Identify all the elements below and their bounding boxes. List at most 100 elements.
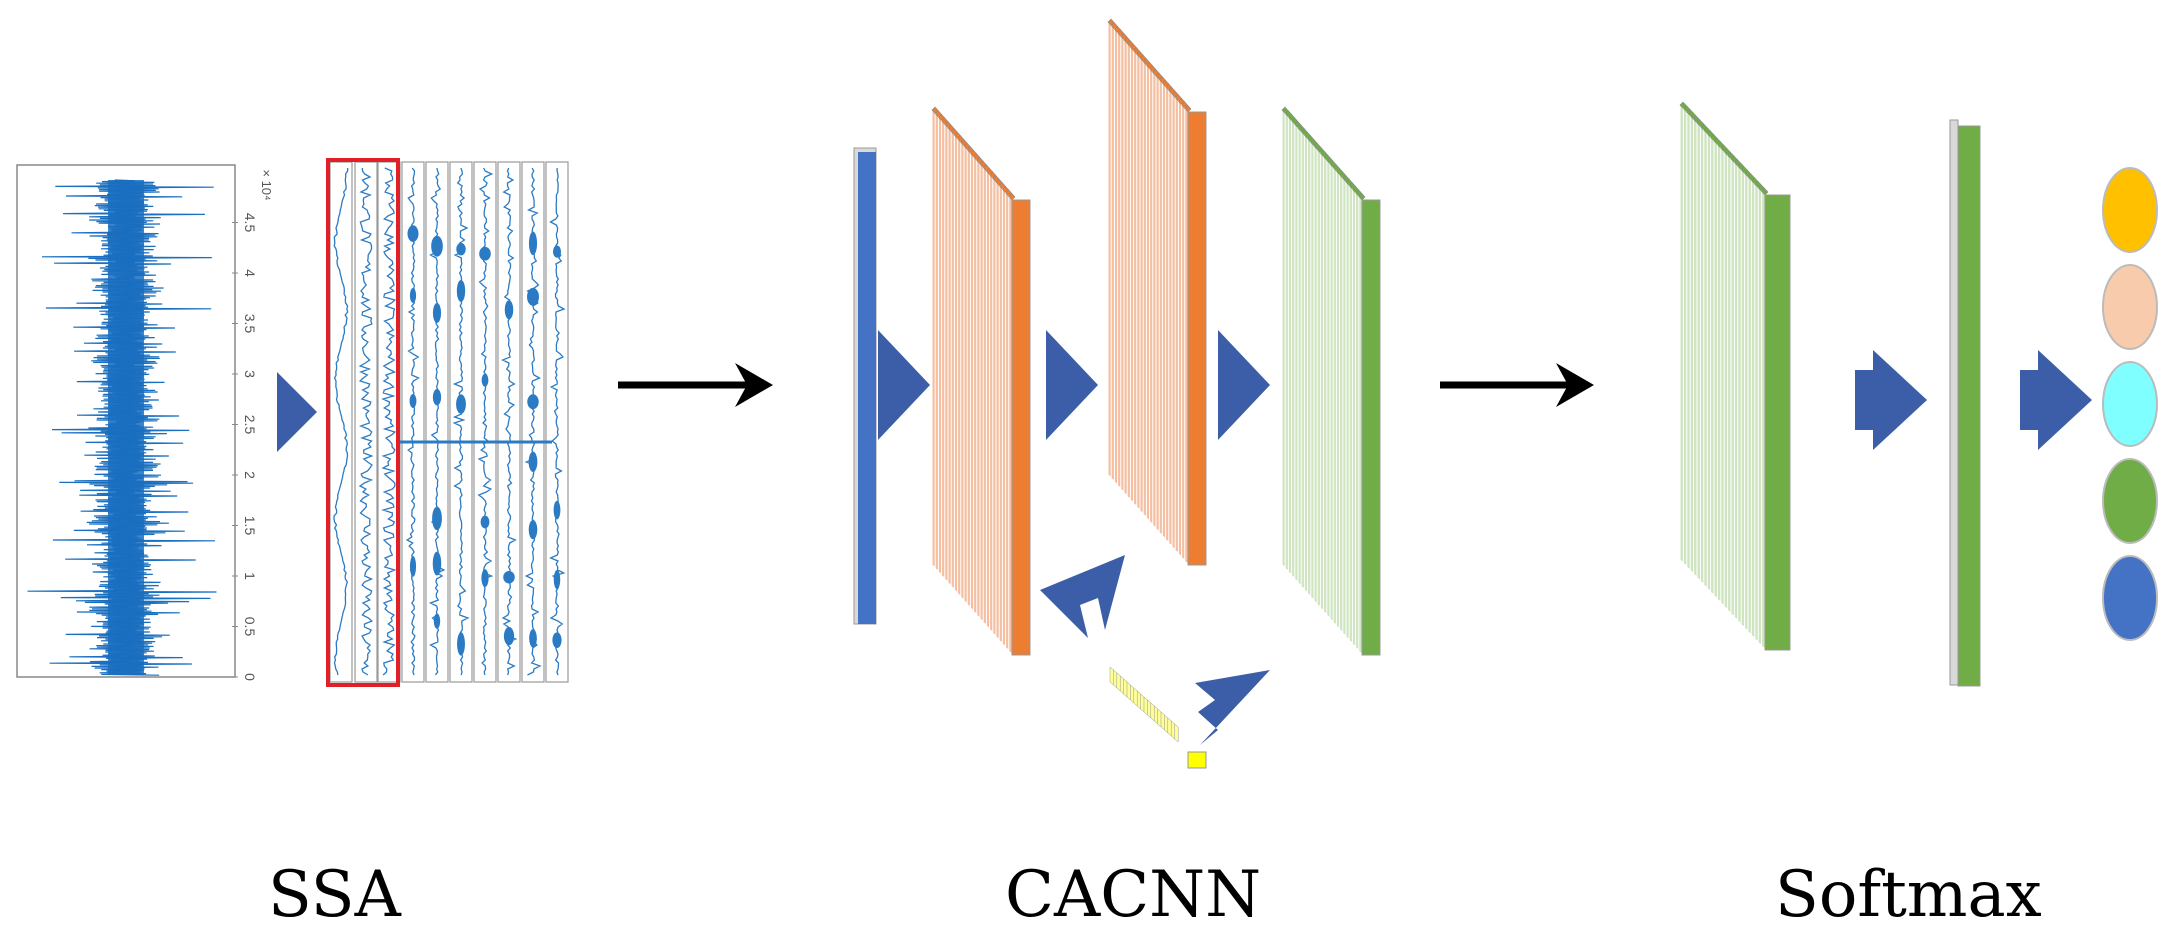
ssa-burst xyxy=(431,235,443,257)
ssa-component-panel xyxy=(449,161,473,683)
output-class-2 xyxy=(2102,264,2158,350)
output-class-1 xyxy=(2102,167,2158,253)
arrow-pool-to-dense xyxy=(1855,350,1927,450)
signal-core xyxy=(108,180,144,675)
ssa-burst xyxy=(409,556,417,577)
ssa-component-panel xyxy=(473,161,497,683)
y-tick-label: 4 xyxy=(242,269,258,277)
y-tick-label: 2 xyxy=(242,471,258,479)
raw-signal-plot: 00.511.522.533.544.5× 10⁴ xyxy=(16,164,274,681)
layer-slice-edge xyxy=(1761,187,1769,196)
ssa-burst xyxy=(553,245,561,258)
ssa-burst xyxy=(481,373,489,387)
ssa-burst xyxy=(456,394,466,414)
ssa-burst xyxy=(528,451,538,473)
ssa-burst xyxy=(480,515,490,529)
ssa-burst xyxy=(552,632,562,649)
ssa-burst xyxy=(409,288,417,303)
attention-arrow-down xyxy=(1040,555,1125,638)
ssa-burst xyxy=(479,246,491,261)
ssa-burst xyxy=(409,394,417,408)
attention-slice xyxy=(1133,687,1138,707)
attention-slice xyxy=(1119,675,1125,695)
ssa-burst xyxy=(527,287,539,306)
ssa-burst xyxy=(456,242,466,256)
layer-slice-edge xyxy=(1358,192,1366,201)
ssa-input-arrow xyxy=(277,372,317,452)
ssa-burst xyxy=(433,613,441,629)
layer-front-face xyxy=(1361,199,1381,656)
attention-slice xyxy=(1167,717,1172,737)
output-classes xyxy=(2102,167,2158,641)
ssa-burst xyxy=(528,231,538,256)
attention-slice xyxy=(1157,708,1162,728)
output-class-5 xyxy=(2102,555,2158,641)
attention-slice xyxy=(1160,711,1165,731)
y-tick-label: 3 xyxy=(242,370,258,378)
layer-front-face xyxy=(1187,111,1207,566)
ssa-burst xyxy=(432,551,442,576)
conv-layer-2 xyxy=(1107,18,1207,566)
attention-front-face xyxy=(1187,751,1207,769)
cnn-layers xyxy=(853,18,1981,769)
label-softmax: Softmax xyxy=(1775,858,2042,932)
ssa-burst xyxy=(528,520,538,540)
ssa-burst xyxy=(457,632,465,656)
ssa-burst xyxy=(432,389,442,406)
layer-front-face xyxy=(1764,194,1791,651)
attention-slice xyxy=(1150,702,1155,722)
attention-slice xyxy=(1170,720,1176,740)
ssa-component-panel xyxy=(354,161,378,683)
ssa-component-trace xyxy=(381,167,397,676)
arrow-dense-to-output xyxy=(2020,350,2092,450)
attention-slice xyxy=(1116,672,1121,692)
attention-slice xyxy=(1174,723,1179,743)
output-class-3 xyxy=(2102,361,2158,447)
input-layer-front xyxy=(858,152,876,624)
attention-slice xyxy=(1140,693,1145,713)
dense-layer-front xyxy=(1957,125,1981,687)
attention-arrow-up xyxy=(1195,670,1270,745)
feature-stack xyxy=(1679,101,1791,651)
ssa-burst xyxy=(432,506,442,531)
flow-arrow-cnn-to-softmax-head xyxy=(1556,363,1594,407)
ssa-burst xyxy=(503,570,515,584)
ssa-burst xyxy=(553,569,561,590)
ssa-burst xyxy=(432,302,442,323)
attention-slice xyxy=(1143,696,1148,716)
ssa-component-trace xyxy=(405,167,420,676)
attention-slice xyxy=(1147,699,1152,719)
layer-slice-edge xyxy=(1184,104,1192,113)
ssa-selected-box xyxy=(326,158,400,687)
attention-slice xyxy=(1164,714,1169,734)
ssa-burst xyxy=(529,629,537,648)
y-tick-label: 0 xyxy=(242,673,258,681)
arrow-input-to-conv1 xyxy=(878,330,930,440)
attention-slice xyxy=(1109,666,1114,686)
pool-layer-1 xyxy=(1281,106,1381,656)
ssa-burst xyxy=(503,627,515,646)
attention-slice xyxy=(1113,669,1118,689)
attention-slice xyxy=(1153,705,1159,725)
ssa-component-trace xyxy=(333,167,349,676)
ssa-burst xyxy=(504,300,514,320)
attention-slice xyxy=(1130,684,1135,704)
y-tick-label: 2.5 xyxy=(242,415,258,435)
ssa-component-panel xyxy=(329,161,353,683)
ssa-component-trace xyxy=(501,167,518,676)
arrow-conv1-to-conv2 xyxy=(1046,330,1098,440)
layer-slice-edge xyxy=(1008,192,1016,201)
ssa-components-plot xyxy=(326,158,569,687)
attention-slice xyxy=(1136,690,1142,710)
flow-arrow-ssa-to-cnn-head xyxy=(735,363,773,407)
attention-slice xyxy=(1123,678,1128,698)
y-exponent-label: × 10⁴ xyxy=(259,169,274,200)
ssa-burst xyxy=(481,569,489,587)
arrow-conv2-to-pool xyxy=(1218,330,1270,440)
dense-layer-side xyxy=(1949,119,1959,686)
y-tick-label: 4.5 xyxy=(242,213,258,233)
y-tick-label: 3.5 xyxy=(242,314,258,334)
ssa-component-panel xyxy=(545,161,569,683)
label-cacnn: CACNN xyxy=(1005,858,1262,932)
